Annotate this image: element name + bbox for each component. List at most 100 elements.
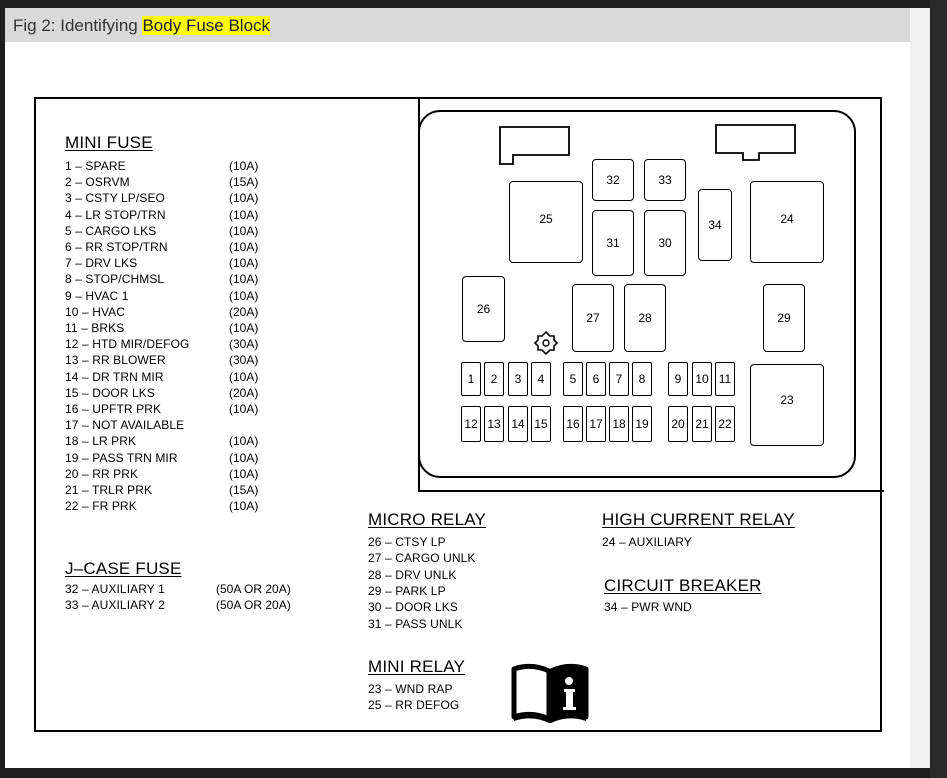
- micro-relay-item: 29 – PARK LP: [368, 583, 446, 598]
- relay-slot: 29: [763, 284, 805, 352]
- mini-fuse-rating: (10A): [229, 207, 259, 222]
- window-edge: [930, 0, 947, 778]
- mini-fuse-rating: (10A): [229, 434, 259, 449]
- mini-fuse-slot: 18: [609, 406, 629, 442]
- large-relay: 24: [750, 181, 824, 263]
- micro-relay-item: 26 – CTSY LP: [368, 535, 446, 549]
- micro-relay-item: 30 – DOOR LKS: [368, 600, 459, 615]
- mini-fuse-rating: (30A): [229, 353, 259, 368]
- mini-fuse-rating: (10A): [229, 256, 259, 271]
- mini-fuse-rating: (20A): [229, 385, 259, 400]
- micro-relay-item: 31 – PASS UNLK: [368, 616, 463, 631]
- mini-fuse-label: 10 – HVAC: [65, 304, 126, 319]
- mini-fuse-rating: (10A): [229, 223, 259, 238]
- mini-fuse-slot: 14: [508, 406, 528, 442]
- mini-relay-heading: MINI RELAY: [368, 657, 466, 676]
- info-manual-icon: [511, 663, 589, 723]
- mini-fuse-slot: 13: [484, 406, 504, 442]
- mini-fuse-label: 9 – HVAC 1: [65, 288, 129, 303]
- relay-slot: 32: [592, 159, 634, 201]
- mini-fuse-slot: 6: [586, 362, 606, 396]
- mini-fuse-slot: 10: [692, 362, 712, 396]
- mini-fuse-slot: 5: [563, 362, 583, 396]
- large-relay: 23: [750, 364, 824, 446]
- relay-slot: 27: [572, 284, 614, 352]
- mini-fuse-label: 14 – DR TRN MIR: [65, 369, 164, 384]
- mini-fuse-slot: 2: [484, 362, 504, 396]
- fuse-block-diagram: MINI FUSE J–CASE FUSE MICRO RELAY MINI R…: [34, 97, 884, 732]
- high-current-relay-heading: HIGH CURRENT RELAY: [602, 510, 795, 529]
- figure-caption: Fig 2: Identifying Body Fuse Block: [13, 16, 271, 36]
- mini-fuse-rating: (10A): [229, 191, 259, 206]
- fuse-block-outline: [418, 110, 856, 478]
- mini-fuse-slot: 15: [531, 406, 551, 442]
- mini-fuse-label: 13 – RR BLOWER: [65, 353, 166, 368]
- mini-fuse-label: 6 – RR STOP/TRN: [65, 240, 168, 254]
- mini-fuse-slot: 22: [715, 406, 735, 442]
- mini-fuse-label: 17 – NOT AVAILABLE: [65, 418, 185, 433]
- mini-fuse-label: 4 – LR STOP/TRN: [65, 207, 166, 222]
- mini-fuse-label: 20 – RR PRK: [65, 466, 139, 481]
- micro-relay-heading: MICRO RELAY: [368, 510, 487, 529]
- mini-relay-item: 25 – RR DEFOG: [368, 698, 460, 713]
- relay-slot: 34: [698, 189, 732, 261]
- mini-fuse-rating: (10A): [229, 402, 259, 416]
- micro-relay-item: 27 – CARGO UNLK: [368, 551, 476, 566]
- mini-fuse-heading: MINI FUSE: [65, 133, 153, 152]
- mini-fuse-label: 16 – UPFTR PRK: [65, 402, 162, 416]
- connector-left-icon: [499, 126, 570, 165]
- mini-fuse-slot: 12: [461, 406, 481, 442]
- mini-fuse-slot: 21: [692, 406, 712, 442]
- relay-slot: 33: [644, 159, 686, 201]
- mini-fuse-slot: 16: [563, 406, 583, 442]
- mini-fuse-label: 12 – HTD MIR/DEFOG: [65, 337, 190, 352]
- j-case-fuse-heading: J–CASE FUSE: [65, 559, 182, 578]
- j-case-fuse-label: 32 – AUXILIARY 1: [65, 582, 165, 596]
- mini-fuse-rating: (10A): [229, 321, 259, 335]
- mini-fuse-rating: (10A): [229, 240, 259, 254]
- mini-fuse-label: 3 – CSTY LP/SEO: [65, 191, 165, 206]
- connector-icon: [533, 330, 559, 356]
- mini-fuse-label: 21 – TRLR PRK: [65, 483, 153, 497]
- relay-slot: 28: [624, 284, 666, 352]
- micro-relay-item: 28 – DRV UNLK: [368, 567, 457, 582]
- mini-fuse-label: 8 – STOP/CHMSL: [65, 272, 165, 287]
- mini-fuse-slot: 9: [668, 362, 688, 396]
- mini-fuse-rating: (30A): [229, 337, 259, 352]
- mini-fuse-rating: (10A): [229, 450, 259, 465]
- mini-fuse-rating: (20A): [229, 304, 259, 319]
- j-case-fuse-rating: (50A OR 20A): [216, 598, 291, 612]
- mini-fuse-label: 7 – DRV LKS: [65, 256, 138, 271]
- j-case-fuse-label: 33 – AUXILIARY 2: [65, 598, 165, 612]
- caption-prefix: Fig 2: Identifying: [13, 16, 143, 35]
- mini-fuse-label: 22 – FR PRK: [65, 499, 137, 514]
- mini-fuse-label: 5 – CARGO LKS: [65, 223, 157, 238]
- mini-fuse-slot: 19: [632, 406, 652, 442]
- mini-fuse-slot: 3: [508, 362, 528, 396]
- circuit-breaker-item: 34 – PWR WND: [604, 600, 692, 614]
- mini-fuse-slot: 4: [531, 362, 551, 396]
- mini-fuse-slot: 11: [715, 362, 735, 396]
- mini-relay-item: 23 – WND RAP: [368, 682, 453, 696]
- mini-fuse-rating: (15A): [229, 175, 259, 190]
- mini-fuse-label: 1 – SPARE: [65, 159, 126, 173]
- circuit-breaker-heading: CIRCUIT BREAKER: [604, 576, 762, 595]
- mini-fuse-rating: (10A): [229, 288, 259, 303]
- mini-fuse-label: 2 – OSRVM: [65, 175, 130, 190]
- mini-fuse-slot: 1: [461, 362, 481, 396]
- mini-fuse-slot: 8: [632, 362, 652, 396]
- figure-caption-bar: Fig 2: Identifying Body Fuse Block: [5, 8, 910, 42]
- connector-right-icon: [715, 124, 796, 161]
- mini-fuse-slot: 20: [668, 406, 688, 442]
- mini-fuse-rating: (15A): [229, 483, 259, 497]
- mini-fuse-slot: 17: [586, 406, 606, 442]
- mini-fuse-rating: (10A): [229, 499, 259, 514]
- mini-fuse-label: 18 – LR PRK: [65, 434, 137, 449]
- page-edge: [910, 8, 930, 768]
- mini-fuse-rating: (10A): [229, 369, 259, 384]
- high-current-relay-item: 24 – AUXILIARY: [602, 535, 692, 549]
- mini-fuse-label: 11 – BRKS: [65, 321, 125, 335]
- relay-slot: 26: [462, 276, 505, 342]
- caption-highlight: Body Fuse Block: [142, 16, 271, 35]
- relay-slot: 30: [644, 210, 686, 276]
